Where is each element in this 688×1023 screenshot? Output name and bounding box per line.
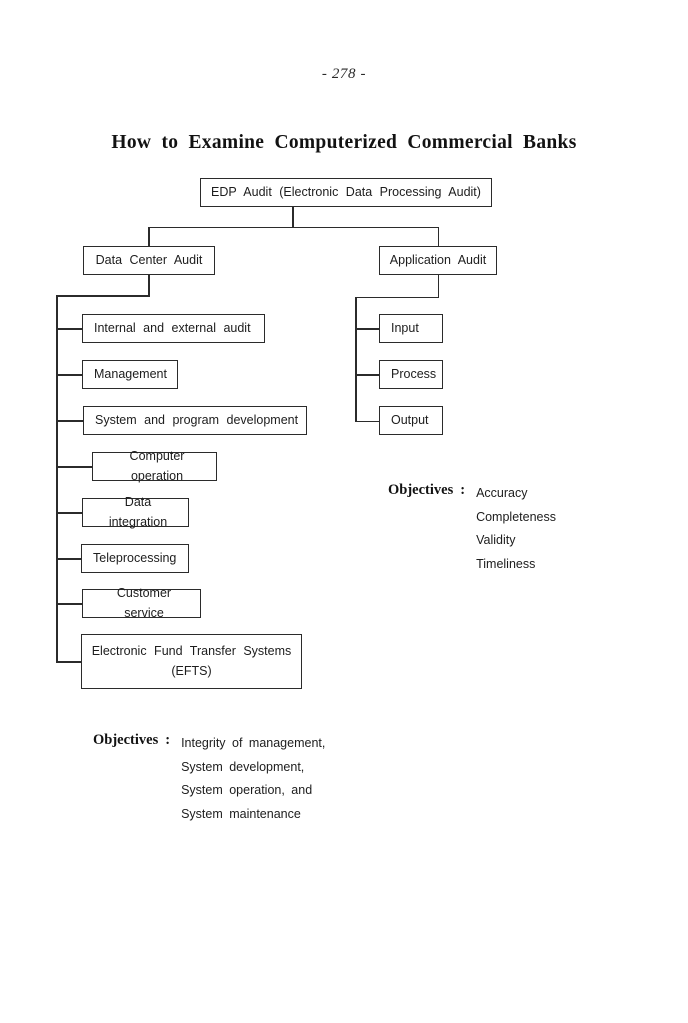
objectives-left-item: System operation, and bbox=[181, 783, 313, 797]
connector-to-data-center-audit bbox=[148, 226, 150, 247]
objectives-left-item: System maintenance bbox=[181, 806, 301, 821]
objectives-left-item: System development, bbox=[181, 759, 305, 774]
node-computer-operation[interactable]: Computer operation bbox=[92, 449, 217, 483]
connector-root-stem bbox=[292, 207, 294, 228]
connector-dc-stem bbox=[148, 274, 150, 296]
node-edp-audit[interactable]: EDP Audit (Electronic Data Processing Au… bbox=[200, 178, 492, 207]
node-management[interactable]: Management bbox=[82, 360, 178, 389]
objectives-right-item: Timeliness bbox=[476, 556, 536, 571]
connector-dc-stub-2 bbox=[56, 374, 83, 376]
objectives-left-label: Objectives bbox=[93, 732, 159, 748]
connector-app-trunk bbox=[355, 296, 357, 422]
connector-dc-stub-6 bbox=[56, 558, 82, 560]
node-application-audit[interactable]: Application Audit bbox=[379, 246, 497, 275]
objectives-right-item: Completeness bbox=[476, 509, 556, 524]
connector-app-jog bbox=[355, 296, 439, 298]
connector-root-bar bbox=[148, 226, 439, 228]
connector-dc-stub-5 bbox=[56, 512, 83, 514]
objectives-right-colon: : bbox=[460, 482, 466, 498]
objectives-right-item: Accuracy bbox=[476, 486, 528, 500]
connector-app-stub-3 bbox=[355, 420, 380, 422]
objectives-left-list: Integrity of management, System developm… bbox=[170, 732, 325, 826]
connector-app-stem bbox=[437, 274, 439, 297]
objectives-left-colon: : bbox=[165, 732, 171, 748]
objectives-data-center-audit: Objectives : Integrity of management, Sy… bbox=[93, 732, 325, 826]
page-title: How to Examine Computerized Commercial B… bbox=[111, 132, 577, 153]
connector-dc-stub-8 bbox=[56, 661, 82, 663]
objectives-left-item: Integrity of management, bbox=[181, 736, 326, 750]
connector-app-stub-1 bbox=[355, 328, 380, 330]
objectives-application-audit: Objectives : Accuracy Completeness Valid… bbox=[388, 482, 556, 576]
connector-dc-jog bbox=[56, 295, 150, 297]
node-internal-and-external-audit[interactable]: Internal and external audit bbox=[82, 314, 265, 343]
connector-app-stub-2 bbox=[355, 374, 380, 376]
connector-dc-stub-1 bbox=[56, 328, 83, 330]
connector-dc-stub-7 bbox=[56, 603, 83, 605]
page-number: - 278 - bbox=[321, 66, 367, 82]
objectives-right-list: Accuracy Completeness Validity Timelines… bbox=[465, 482, 556, 576]
objectives-right-label: Objectives bbox=[388, 482, 454, 498]
node-customer-service[interactable]: Customer service bbox=[82, 586, 201, 620]
connector-to-application-audit bbox=[437, 226, 439, 247]
node-process[interactable]: Process bbox=[379, 360, 443, 389]
node-system-and-program-development[interactable]: System and program development bbox=[83, 406, 307, 435]
connector-dc-stub-3 bbox=[56, 420, 83, 422]
objectives-right-item: Validity bbox=[476, 533, 516, 547]
node-teleprocessing[interactable]: Teleprocessing bbox=[81, 544, 189, 573]
node-data-center-audit[interactable]: Data Center Audit bbox=[83, 246, 215, 275]
node-output[interactable]: Output bbox=[379, 406, 443, 435]
node-data-integration[interactable]: Data integration bbox=[82, 495, 189, 529]
node-input[interactable]: Input bbox=[379, 314, 443, 343]
connector-dc-trunk bbox=[56, 295, 58, 662]
node-electronic-fund-transfer-systems[interactable]: Electronic Fund Transfer Systems (EFTS) bbox=[81, 634, 302, 689]
connector-dc-stub-4 bbox=[56, 466, 93, 468]
